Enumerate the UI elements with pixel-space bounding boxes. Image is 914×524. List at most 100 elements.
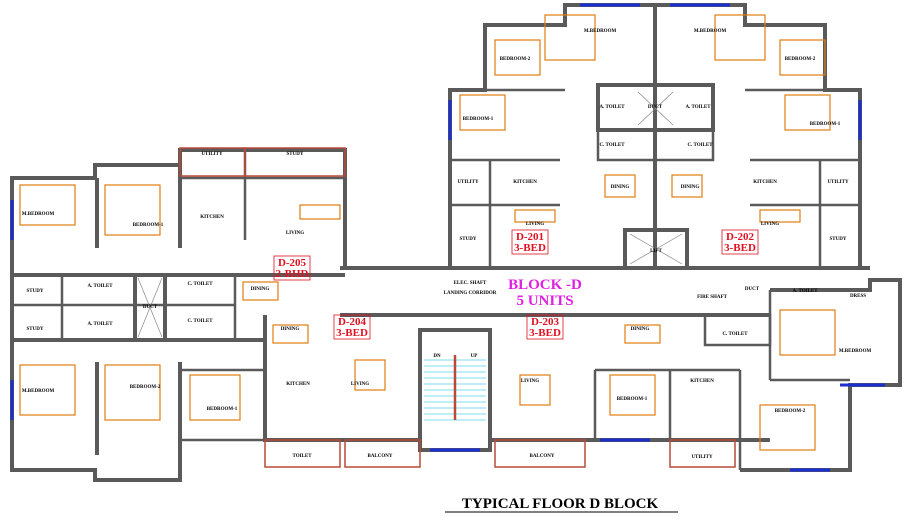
unit-id: D-205: [278, 257, 307, 269]
room-label: BEDROOM-2: [130, 385, 161, 390]
room-label: A. TOILET: [792, 289, 818, 294]
room-label: A. TOILET: [685, 105, 711, 110]
room-label: KITCHEN: [286, 382, 310, 387]
furniture-item: [779, 309, 836, 356]
furniture-item: [354, 359, 386, 391]
furniture-item: [671, 174, 703, 198]
room-label: UTILITY: [827, 180, 849, 185]
unit-type: 2-BHD: [276, 268, 309, 280]
furniture-item: [759, 404, 816, 451]
furniture-item: [779, 39, 826, 76]
room-label: LIVING: [351, 382, 369, 387]
room-label: LIVING: [761, 222, 779, 227]
unit-id: D-204: [338, 316, 367, 328]
plan-title: TYPICAL FLOOR D BLOCK: [462, 496, 659, 512]
block-units: 5 UNITS: [516, 293, 573, 309]
room-label: BEDROOM-1: [207, 407, 238, 412]
room-label: LANDING CORRIDOR: [444, 291, 497, 296]
furniture-item: [624, 324, 661, 344]
furniture-item: [544, 14, 596, 61]
room-label: UTILITY: [457, 180, 479, 185]
unit-type: 3-BED: [514, 242, 546, 254]
furniture-item: [604, 174, 636, 198]
furniture-item: [104, 184, 161, 236]
room-label: KITCHEN: [513, 180, 537, 185]
furniture-item: [519, 374, 551, 406]
stair-down-label: DN: [433, 354, 441, 359]
furniture-item: [784, 94, 831, 131]
room-label: STUDY: [287, 152, 304, 157]
room-label: ELEC. SHAFT: [454, 281, 487, 286]
windows: [10, 3, 885, 472]
furniture-item: [609, 374, 656, 416]
room-label: A. TOILET: [87, 284, 113, 289]
room-label: A. TOILET: [87, 322, 113, 327]
room-label: M.BEDROOM: [584, 29, 617, 34]
room-label: DINING: [631, 327, 650, 332]
room-label: LIFT: [650, 249, 662, 254]
room-label: DINING: [251, 287, 270, 292]
room-label: LIVING: [521, 379, 539, 384]
unit-type: 3-BED: [724, 242, 756, 254]
room-label: STUDY: [27, 289, 44, 294]
room-label: STUDY: [460, 237, 477, 242]
room-label: UTILITY: [691, 455, 713, 460]
room-label: M.BEDROOM: [22, 389, 55, 394]
room-label: DINING: [681, 185, 700, 190]
room-label: BEDROOM-1: [810, 122, 841, 127]
furniture-item: [19, 364, 76, 416]
furniture-item: [714, 14, 766, 61]
room-label: DINING: [281, 327, 300, 332]
room-label: M.BEDROOM: [839, 349, 872, 354]
room-label: FIRE SHAFT: [697, 295, 728, 300]
furniture-item: [272, 324, 309, 344]
room-label: C. TOILET: [187, 319, 213, 324]
room-label: BEDROOM-1: [133, 223, 164, 228]
room-label: C. TOILET: [599, 143, 625, 148]
room-label: LIVING: [526, 222, 544, 227]
furniture-item: [104, 364, 161, 421]
furniture-item: [299, 204, 341, 220]
stair-up-label: UP: [471, 354, 478, 359]
block-name: BLOCK -D: [508, 277, 582, 293]
room-label: M.BEDROOM: [22, 212, 55, 217]
room-label: C. TOILET: [187, 282, 213, 287]
room-label: STUDY: [830, 237, 847, 242]
furniture-item: [759, 209, 801, 223]
room-label: UTILITY: [201, 152, 223, 157]
unit-type: 3-BED: [336, 327, 368, 339]
unit-type: 3-BED: [529, 327, 561, 339]
room-label: DINING: [611, 185, 630, 190]
room-label: KITCHEN: [200, 215, 224, 220]
room-label: BEDROOM-1: [617, 397, 648, 402]
room-label: C. TOILET: [687, 143, 713, 148]
furniture-item: [189, 374, 241, 421]
room-label: DUCT: [143, 305, 158, 310]
room-label: C. TOILET: [722, 332, 748, 337]
room-label: BALCONY: [367, 454, 392, 459]
furniture-item: [242, 281, 279, 301]
stair: DN UP: [424, 354, 486, 421]
room-label: BALCONY: [529, 454, 554, 459]
unit-labels: D-2013-BEDD-2023-BEDD-2033-BEDD-2043-BED…: [273, 229, 759, 340]
furniture-item: [19, 184, 76, 226]
room-label: STUDY: [27, 327, 44, 332]
room-label: KITCHEN: [753, 180, 777, 185]
room-label: M.BEDROOM: [694, 29, 727, 34]
room-label: BEDROOM-2: [785, 57, 816, 62]
furniture-item: [514, 209, 556, 223]
room-label: DUCT: [648, 105, 663, 110]
unit-id: D-203: [531, 316, 560, 328]
room-label: BEDROOM-1: [463, 117, 494, 122]
furniture-item: [459, 94, 506, 131]
room-label: BEDROOM-2: [500, 57, 531, 62]
room-label: DUCT: [745, 287, 760, 292]
room-label: TOILET: [292, 454, 312, 459]
